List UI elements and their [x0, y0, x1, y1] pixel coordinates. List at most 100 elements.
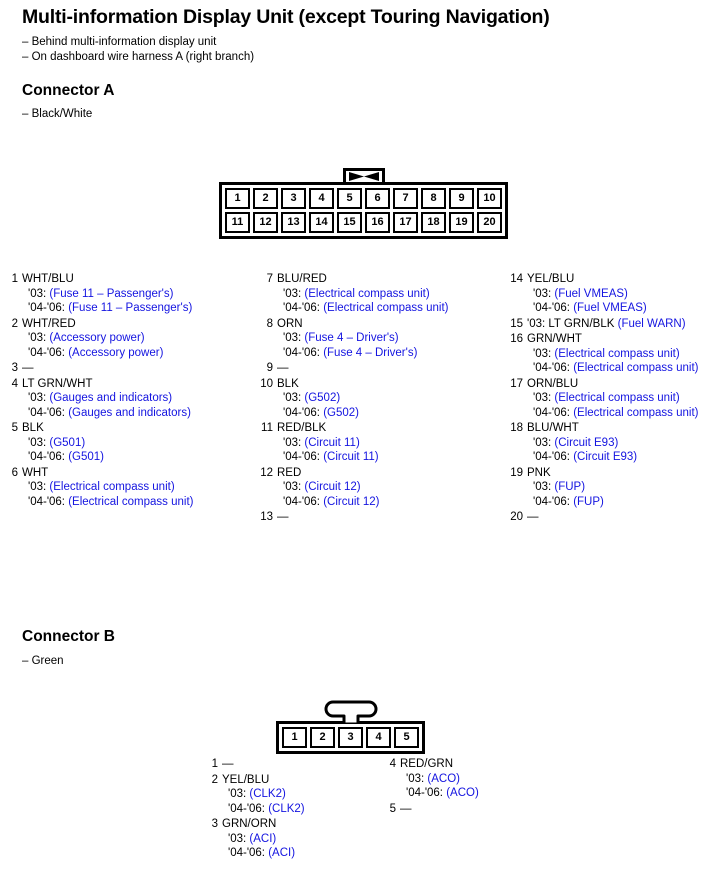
pin-number: 1 — [11, 273, 18, 285]
pin-wire-color: RED/GRN — [400, 758, 454, 770]
pin-variant: '03: (Electrical compass unit) — [258, 287, 448, 302]
pin-variant: '03: (Fuel VMEAS) — [508, 287, 698, 302]
pin-number: 3 — [211, 818, 218, 830]
pin-variant: '04-'06: (Electrical compass unit) — [258, 301, 448, 316]
pin-reference: (G501) — [49, 436, 86, 449]
connector-pin-16: 16 — [365, 212, 390, 233]
pin-variant-year: '04-'06: — [283, 346, 324, 359]
pin-wire-color: ORN — [277, 317, 303, 330]
pin-number: 6 — [11, 466, 18, 479]
pin-variant-year: '04-'06: — [228, 847, 269, 859]
connector-pin-2: 2 — [310, 727, 335, 748]
pin-reference: (Electrical compass unit) — [573, 362, 699, 374]
pin-number: 2 — [11, 317, 18, 330]
pin-wire-color: YEL/BLU — [527, 273, 575, 285]
pin-wire-color: WHT/BLU — [22, 273, 74, 285]
pin-wire-color: WHT — [22, 466, 49, 479]
pin-number: 5 — [11, 422, 18, 434]
pin-variant-year: '03: — [533, 436, 555, 449]
pin-reference: (Circuit 11) — [304, 436, 360, 449]
pin-number: 1 — [211, 758, 218, 770]
pin-variant-year: '04-'06: — [28, 346, 69, 359]
pin-number: 3 — [11, 362, 18, 374]
pin-reference: (G502) — [323, 406, 359, 419]
connector-pin-4: 4 — [366, 727, 391, 748]
pin-number: 15 — [510, 317, 523, 330]
connector-pin-13: 13 — [281, 212, 306, 233]
pin-header: 5— — [388, 802, 479, 817]
pin-number: 2 — [211, 773, 218, 786]
pin-reference: (Gauges and indicators) — [49, 392, 173, 404]
connector-pin-1: 1 — [225, 188, 250, 209]
pin-reference: (Accessory power) — [49, 332, 145, 344]
pin-empty-dash: — — [527, 511, 539, 523]
pin-number: 19 — [510, 466, 523, 479]
pin-number: 4 — [389, 758, 396, 770]
pin-wire-color: YEL/BLU — [222, 773, 270, 786]
pin-variant-year: '04-'06: — [406, 787, 447, 799]
header-note-2: – On dashboard wire harness A (right bra… — [22, 51, 255, 63]
pin-reference: (Circuit 12) — [323, 495, 380, 508]
pin-variant-year: '04-'06: — [28, 302, 69, 314]
pin-variant-year: '03: — [228, 832, 250, 845]
pin-entry: 15'03: LT GRN/BLK (Fuel WARN) — [508, 317, 698, 332]
pin-header: 2 YEL/BLU — [210, 773, 305, 788]
pin-entry: 3— — [10, 361, 193, 376]
pin-variant-year: '03: — [28, 392, 50, 404]
pin-variant: '03: (Circuit 11) — [258, 436, 448, 451]
header-note-1: – Behind multi-information display unit — [22, 36, 217, 48]
pin-variant-year: '04-'06: — [533, 406, 574, 419]
pin-reference: (Fuel VMEAS) — [573, 302, 647, 314]
pin-variant-year: '04-'06: — [28, 406, 69, 419]
pin-variant: '04-'06: (Electrical compass unit) — [10, 495, 193, 510]
pin-variant-year: '03: — [533, 481, 555, 493]
pin-variant-year: '04-'06: — [228, 802, 269, 815]
pin-variant: '03: (Circuit 12) — [258, 480, 448, 495]
pin-variant-year: '04-'06: — [533, 451, 574, 463]
pin-header: 3— — [10, 361, 193, 376]
pin-reference: (Fuel WARN) — [614, 317, 686, 330]
pin-reference: (Circuit E93) — [573, 451, 638, 463]
pin-wire-color: WHT/RED — [22, 317, 76, 330]
pin-reference: (Fuel VMEAS) — [554, 287, 628, 300]
connector-pin-15: 15 — [337, 212, 362, 233]
pin-reference: (Electrical compass unit) — [49, 481, 175, 493]
pin-variant: '03: (G501) — [10, 436, 193, 451]
pin-variant: '03: (Accessory power) — [10, 331, 193, 346]
pin-reference: (ACO) — [446, 787, 479, 799]
pin-header: 9— — [258, 361, 448, 376]
pin-entry: 20 — — [508, 510, 698, 525]
pin-reference: (Electrical compass unit) — [304, 287, 430, 300]
pin-number: 5 — [389, 802, 396, 815]
pin-reference: (G502) — [304, 392, 341, 404]
connector-pin-17: 17 — [393, 212, 418, 233]
pin-reference: (FUP) — [573, 495, 604, 508]
pin-reference: (Electrical compass unit) — [554, 392, 680, 404]
connector-pin-4: 4 — [309, 188, 334, 209]
pin-variant: '04-'06: (ACI) — [210, 846, 305, 861]
pin-variant-year: '03: — [533, 392, 555, 404]
pin-number: 20 — [510, 511, 523, 523]
pin-header: 13— — [258, 510, 448, 525]
pin-variant: '04-'06: (Gauges and indicators) — [10, 406, 193, 421]
pin-reference: (Electrical compass unit) — [68, 495, 194, 508]
pin-reference: (Circuit 12) — [304, 481, 361, 493]
pin-number: 4 — [11, 377, 18, 390]
pin-number: 17 — [510, 377, 523, 390]
